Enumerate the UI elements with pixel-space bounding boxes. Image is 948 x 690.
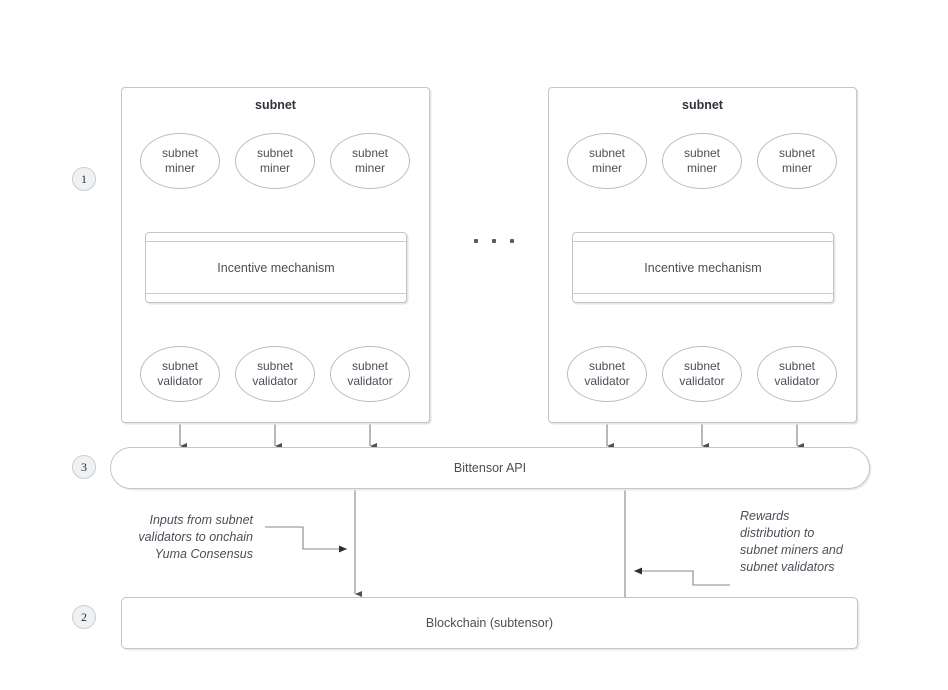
node-label-line2: miner <box>259 161 290 175</box>
rewards-annotation-text: Rewards distribution to subnet miners an… <box>740 509 843 574</box>
subnet-validator-node[interactable]: subnet validator <box>662 346 742 402</box>
incentive-rule-top <box>146 241 406 242</box>
node-label-line1: subnet <box>256 146 294 160</box>
subnet-miner-node[interactable]: subnet miner <box>235 133 315 189</box>
subnet-validator-node[interactable]: subnet validator <box>330 346 410 402</box>
node-label-line2: validator <box>584 374 630 388</box>
subnet-validator-node[interactable]: subnet validator <box>235 346 315 402</box>
incentive-mechanism-right[interactable]: Incentive mechanism <box>572 232 834 303</box>
subnet-validator-node[interactable]: subnet validator <box>757 346 837 402</box>
subnet-miner-node[interactable]: subnet miner <box>757 133 837 189</box>
node-label-line2: validator <box>679 374 725 388</box>
incentive-mechanism-left[interactable]: Incentive mechanism <box>145 232 407 303</box>
ellipsis-dot <box>474 239 478 243</box>
blockchain-label: Blockchain (subtensor) <box>425 616 554 630</box>
subnet-miner-node[interactable]: subnet miner <box>330 133 410 189</box>
subnet-title-right: subnet <box>682 98 723 112</box>
node-label-line1: subnet <box>683 146 721 160</box>
incentive-rule-bottom <box>146 293 406 294</box>
subnet-miner-node[interactable]: subnet miner <box>567 133 647 189</box>
incentive-mechanism-label: Incentive mechanism <box>217 260 335 275</box>
node-label-line2: validator <box>252 374 298 388</box>
node-label-line2: miner <box>354 161 385 175</box>
inputs-annotation-text: Inputs from subnet validators to onchain… <box>138 513 253 561</box>
ellipsis-dot <box>510 239 514 243</box>
ellipsis-dot <box>492 239 496 243</box>
node-label-line2: miner <box>591 161 622 175</box>
step-badge-1: 1 <box>72 167 96 191</box>
node-label-line1: subnet <box>161 359 199 373</box>
subnet-validator-node[interactable]: subnet validator <box>140 346 220 402</box>
node-label-line2: validator <box>157 374 203 388</box>
incentive-mechanism-label: Incentive mechanism <box>644 260 762 275</box>
node-label-line1: subnet <box>778 146 816 160</box>
node-label-line1: subnet <box>588 359 626 373</box>
node-label-line1: subnet <box>161 146 199 160</box>
step-badge-3: 3 <box>72 455 96 479</box>
node-label-line1: subnet <box>351 146 389 160</box>
node-label-line1: subnet <box>351 359 389 373</box>
step-badge-2: 2 <box>72 605 96 629</box>
subnet-miner-node[interactable]: subnet miner <box>140 133 220 189</box>
blockchain-bar[interactable]: Blockchain (subtensor) <box>121 597 858 649</box>
node-label-line1: subnet <box>778 359 816 373</box>
ellipsis-icon <box>474 239 514 243</box>
node-label-line2: miner <box>164 161 195 175</box>
incentive-rule-top <box>573 241 833 242</box>
bittensor-api-label: Bittensor API <box>453 461 527 475</box>
node-label-line1: subnet <box>588 146 626 160</box>
leader-line-rewards <box>634 567 730 586</box>
node-label-line1: subnet <box>683 359 721 373</box>
subnet-title-left: subnet <box>255 98 296 112</box>
incentive-rule-bottom <box>573 293 833 294</box>
node-label-line2: validator <box>347 374 393 388</box>
node-label-line2: miner <box>686 161 717 175</box>
node-label-line2: validator <box>774 374 820 388</box>
node-label-line1: subnet <box>256 359 294 373</box>
subnet-miner-node[interactable]: subnet miner <box>662 133 742 189</box>
subnet-validator-node[interactable]: subnet validator <box>567 346 647 402</box>
leader-line-inputs <box>265 526 347 553</box>
node-label-line2: miner <box>781 161 812 175</box>
bittensor-api-bar[interactable]: Bittensor API <box>110 447 870 489</box>
